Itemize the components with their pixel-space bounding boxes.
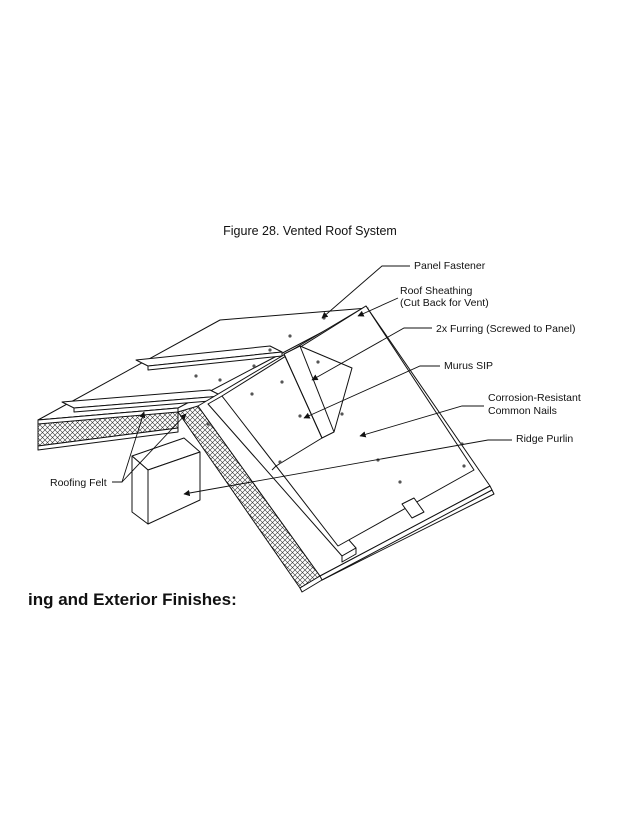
roofing-felt-label: Roofing Felt xyxy=(50,477,107,489)
leader-roofing-felt-2 xyxy=(121,413,187,483)
leader-roof-sheathing xyxy=(357,297,399,317)
right-sheathing-edge xyxy=(319,485,493,581)
fastener-dots xyxy=(194,316,466,484)
leader-nails xyxy=(359,405,484,438)
roof-sheathing-label: Roof Sheathing xyxy=(400,285,473,297)
upper-sheathing-sheet xyxy=(221,305,475,547)
left-panel-bottom-skin xyxy=(37,427,179,451)
leader-panel-fastener xyxy=(321,265,410,319)
ridge-purlin-block-under-panel xyxy=(401,497,425,519)
nails-label-line1: Corrosion-Resistant xyxy=(488,392,581,404)
murus-sip-label: Murus SIP xyxy=(444,360,494,372)
roof-sheathing-note-label: (Cut Back for Vent) xyxy=(400,297,489,309)
panel-fastener-label: Panel Fastener xyxy=(414,260,486,272)
right-furring-strip-side xyxy=(341,547,357,563)
leader-murus-sip xyxy=(303,365,440,419)
leader-ridge-purlin xyxy=(183,439,512,497)
nails-label-line2: Common Nails xyxy=(488,405,557,417)
leader-furring xyxy=(311,327,432,381)
ridge-purlin-label: Ridge Purlin xyxy=(516,433,574,445)
ridge-purlin-side xyxy=(147,451,201,525)
section-heading: ing and Exterior Finishes: xyxy=(28,590,237,609)
furring-label: 2x Furring (Screwed to Panel) xyxy=(436,323,576,335)
figure-title: Figure 28. Vented Roof System xyxy=(223,224,397,238)
